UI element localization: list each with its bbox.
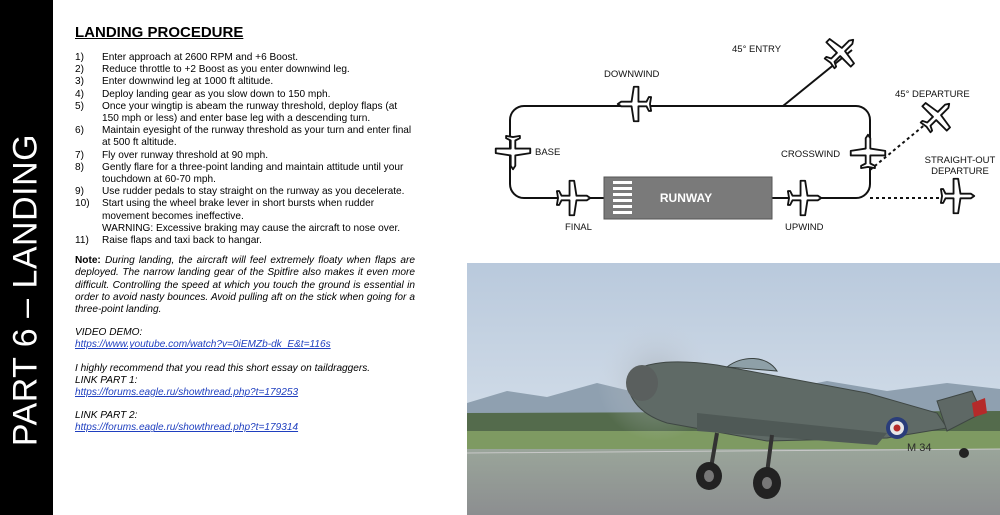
departure45-label: 45° DEPARTURE: [895, 89, 970, 100]
step-item: 11) Raise flaps and taxi back to hangar.: [75, 235, 415, 247]
plane-base-icon: [494, 134, 532, 171]
plane-straight-out-icon: [939, 177, 976, 215]
step-item: 4) Deploy landing gear as you slow down t…: [75, 89, 415, 101]
step-text: Gently flare for a three-point landing a…: [102, 161, 404, 186]
side-title: PART 6 – LANDING: [6, 133, 45, 447]
video-section: VIDEO DEMO: https://www.youtube.com/watc…: [75, 327, 415, 351]
step-number: 9): [75, 186, 84, 198]
step-text: Deploy landing gear as you slow down to …: [102, 88, 331, 100]
step-text: Maintain eyesight of the runway threshol…: [102, 125, 412, 149]
step-text: Start using the wheel brake lever in sho…: [102, 198, 375, 222]
step-number: 8): [75, 161, 84, 173]
step-text-block: Use rudder pedals to stay straight on th…: [102, 186, 415, 198]
step-text: Reduce throttle to +2 Boost as you enter…: [102, 64, 350, 76]
note-text: During landing, the aircraft will feel e…: [75, 255, 415, 316]
step-text: Use rudder pedals to stay straight on th…: [102, 186, 405, 198]
note-label: Note:: [75, 255, 101, 267]
step-number: 7): [75, 149, 84, 161]
spitfire-photo: M 34: [467, 263, 1000, 515]
plane-final-icon: [555, 179, 592, 217]
plane-entry-icon: [816, 26, 867, 77]
step-item: 2) Reduce throttle to +2 Boost as you ent…: [75, 64, 415, 76]
step-text: Once your wingtip is abeam the runway th…: [102, 100, 398, 125]
straight-out-label: STRAIGHT-OUT: [925, 155, 996, 166]
procedure-text: LANDING PROCEDURE 1) Enter approach at 26…: [75, 24, 415, 435]
step-number: 3): [75, 76, 84, 88]
step-item: 6) Maintain eyesight of the runway thresh…: [75, 125, 415, 149]
step-number: 4): [75, 88, 84, 100]
link2-section: LINK PART 2: https://forums.eagle.ru/sho…: [75, 410, 415, 434]
step-text-block: Raise flaps and taxi back to hangar.: [102, 235, 415, 247]
step-text-block: Maintain eyesight of the runway threshol…: [102, 125, 415, 149]
step-text-block: Start using the wheel brake lever in sho…: [102, 198, 415, 235]
departure45-line: [869, 117, 934, 171]
step-text-block: Once your wingtip is abeam the runway th…: [102, 101, 415, 125]
runway-label: RUNWAY: [660, 191, 712, 205]
step-text-block: Deploy landing gear as you slow down to …: [102, 89, 415, 101]
step-item: 10) Start using the wheel brake lever in …: [75, 198, 415, 235]
step-text: Raise flaps and taxi back to hangar.: [102, 235, 262, 247]
step-text-block: Enter approach at 2600 RPM and +6 Boost.: [102, 52, 415, 64]
step-item: 8) Gently flare for a three-point landing…: [75, 162, 415, 186]
step-text-block: Reduce throttle to +2 Boost as you enter…: [102, 64, 415, 76]
step-number: 2): [75, 64, 84, 76]
video-link[interactable]: https://www.youtube.com/watch?v=0iEMZb-d…: [75, 339, 331, 351]
step-number: 10): [75, 198, 90, 210]
entry-line: [782, 49, 853, 107]
link-part-2[interactable]: https://forums.eagle.ru/showthread.php?t…: [75, 422, 299, 434]
step-text-block: Enter downwind leg at 1000 ft altitude.: [102, 76, 415, 88]
step-number: 6): [75, 125, 84, 137]
final-label: FINAL: [565, 222, 592, 233]
note-paragraph: Note: During landing, the aircraft will …: [75, 255, 415, 316]
tail-code: M 34: [907, 442, 931, 454]
step-item: 3) Enter downwind leg at 1000 ft altitude…: [75, 76, 415, 88]
step-number: 11): [75, 235, 89, 247]
plane-crosswind-icon: [849, 133, 887, 170]
entry-label: 45° ENTRY: [732, 44, 782, 55]
straight-out-label-2: DEPARTURE: [931, 166, 989, 177]
step-text: Enter downwind leg at 1000 ft altitude.: [102, 76, 274, 88]
procedure-heading: LANDING PROCEDURE: [75, 24, 244, 41]
runway-threshold-marks: [613, 181, 632, 214]
step-number: 1): [75, 52, 84, 63]
step-item: 5) Once your wingtip is abeam the runway …: [75, 101, 415, 125]
essay-section: I highly recommend that you read this sh…: [75, 363, 415, 400]
base-label: BASE: [535, 147, 560, 158]
plane-upwind-icon: [786, 179, 823, 217]
downwind-label: DOWNWIND: [604, 69, 660, 80]
traffic-pattern-diagram: RUNWAY 45° ENTRY DOWNWIND 45° DEPARTURE …: [494, 26, 996, 233]
essay-text: I highly recommend that you read this sh…: [75, 362, 371, 374]
link1-label: LINK PART 1:: [75, 374, 138, 386]
step-warning: WARNING: Excessive braking may cause the…: [102, 222, 401, 234]
step-item: 9) Use rudder pedals to stay straight on …: [75, 186, 415, 198]
upwind-label: UPWIND: [785, 222, 824, 233]
link2-label: LINK PART 2:: [75, 410, 138, 422]
step-text: Enter approach at 2600 RPM and +6 Boost.: [102, 52, 299, 63]
link-part-1[interactable]: https://forums.eagle.ru/showthread.php?t…: [75, 387, 299, 399]
side-bar: PART 6 – LANDING: [0, 0, 53, 515]
step-text-block: Gently flare for a three-point landing a…: [102, 162, 415, 186]
step-item: 7) Fly over runway threshold at 90 mph.: [75, 150, 415, 162]
video-label: VIDEO DEMO:: [75, 327, 143, 339]
plane-downwind-icon: [616, 85, 653, 123]
step-item: 1) Enter approach at 2600 RPM and +6 Boos…: [75, 52, 415, 64]
step-list: 1) Enter approach at 2600 RPM and +6 Boos…: [75, 52, 415, 247]
step-text: Fly over runway threshold at 90 mph.: [102, 149, 269, 161]
step-number: 5): [75, 100, 84, 112]
step-text-block: Fly over runway threshold at 90 mph.: [102, 150, 415, 162]
crosswind-label: CROSSWIND: [781, 149, 840, 160]
